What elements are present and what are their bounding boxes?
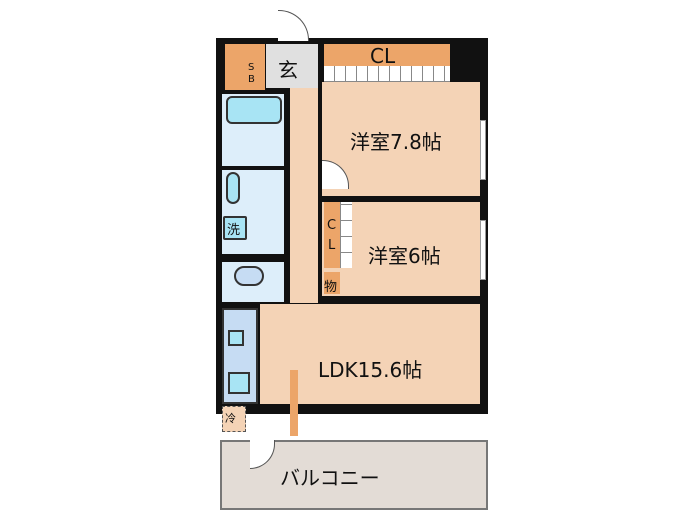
- washer-label: 洗: [227, 223, 241, 238]
- closet-doors[interactable]: [324, 66, 450, 82]
- ldk-label: LDK15.6帖: [318, 358, 423, 382]
- washbasin: [226, 172, 240, 204]
- stove: [228, 372, 250, 394]
- window: [480, 120, 486, 180]
- western-room-2-label: 洋室6帖: [368, 244, 441, 268]
- fridge-label: 冷: [225, 412, 236, 425]
- storage: [324, 272, 340, 294]
- hallway: [290, 88, 318, 303]
- closet-side-c: C: [327, 218, 337, 233]
- window: [480, 220, 486, 280]
- shoebox-label-b: B: [248, 74, 255, 85]
- washer: [223, 216, 247, 240]
- western-room-1: [322, 82, 480, 196]
- closet-top-label: CL: [370, 44, 396, 68]
- western-room-1-label: 洋室7.8帖: [350, 130, 442, 154]
- sink: [228, 330, 244, 346]
- balcony: [220, 440, 488, 510]
- entrance-label: 玄: [278, 58, 298, 82]
- entrance: [266, 44, 318, 88]
- fridge-space: [222, 406, 246, 432]
- toilet: [234, 266, 264, 286]
- bathtub: [226, 96, 282, 124]
- closet-side-doors[interactable]: [340, 202, 352, 268]
- shoebox-label-s: S: [248, 62, 255, 73]
- storage-label: 物: [324, 280, 338, 295]
- ldk-storage: [290, 370, 298, 436]
- entrance-door[interactable]: [278, 10, 309, 41]
- shoebox: [225, 44, 265, 90]
- balcony-label: バルコニー: [280, 466, 380, 490]
- closet-side: [324, 202, 340, 268]
- closet-side-l: L: [328, 238, 336, 253]
- closet-top: [324, 44, 450, 66]
